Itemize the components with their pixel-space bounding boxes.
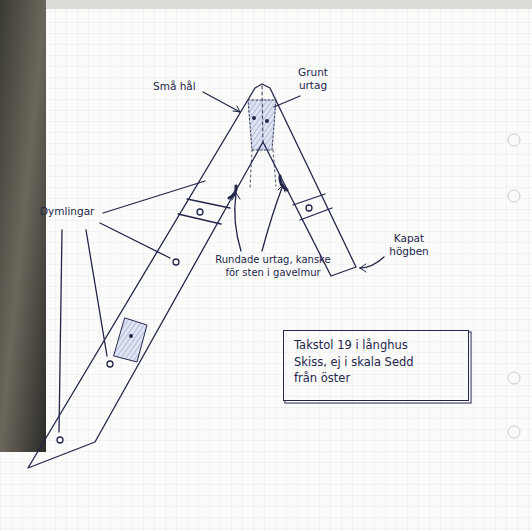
callout-label: Kapat högben <box>386 232 432 258</box>
title-box: Takstol 19 i långhus Skiss, ej i skala S… <box>283 330 469 401</box>
callout-label: Små hål <box>153 80 196 93</box>
note-label: Rundade urtag, kanske för sten i gavelmu… <box>212 254 334 279</box>
callout-label: Dymlingar <box>40 205 94 218</box>
box-text: Takstol 19 i långhus Skiss, ej i skala S… <box>294 337 434 387</box>
callout-label: Grunt urtag <box>293 66 333 92</box>
